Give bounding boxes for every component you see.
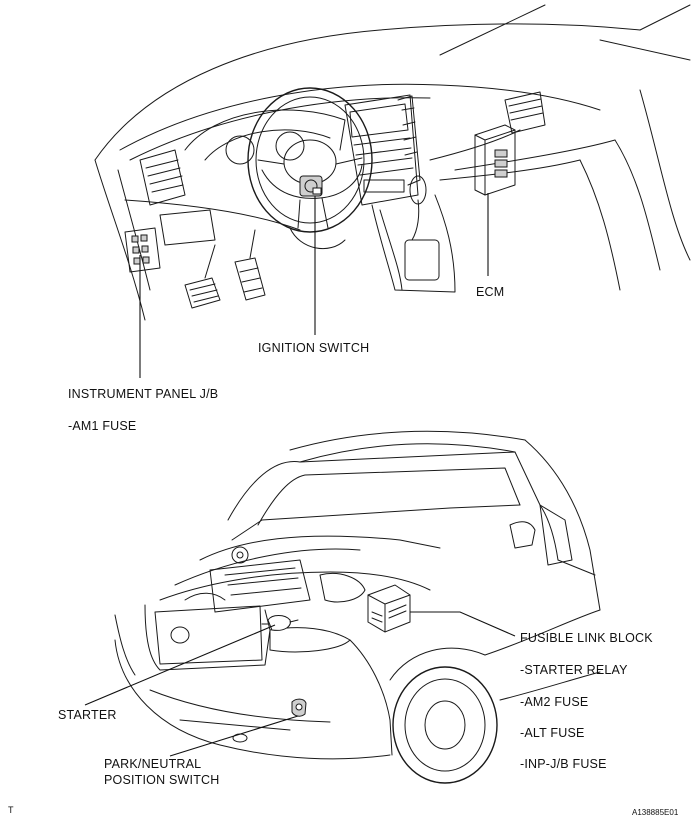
label-park-neutral-line1: PARK/NEUTRAL (104, 757, 202, 771)
label-ecm: ECM (476, 285, 505, 299)
label-alt-fuse: -ALT FUSE (520, 726, 585, 740)
corner-mark: T (8, 805, 14, 815)
label-instrument-panel-jb: INSTRUMENT PANEL J/B (68, 387, 219, 401)
top-leader-lines (139, 193, 489, 378)
label-inp-jb-fuse: -INP-J/B FUSE (520, 757, 607, 771)
label-park-neutral-line2: POSITION SWITCH (104, 773, 220, 787)
label-am1-fuse: -AM1 FUSE (68, 419, 137, 433)
label-fusible-link-block: FUSIBLE LINK BLOCK (520, 631, 653, 645)
leader-park-neutral (169, 715, 299, 757)
dashboard-illustration (94, 4, 691, 321)
bottom-leader-lines (84, 611, 516, 757)
label-starter: STARTER (58, 708, 117, 722)
vehicle-illustration (114, 430, 601, 784)
figure-id: A138885E01 (632, 808, 679, 817)
label-am2-fuse: -AM2 FUSE (520, 695, 589, 709)
leader-starter (84, 624, 276, 706)
label-starter-relay: -STARTER RELAY (520, 663, 628, 677)
leader-fusible-link-block (410, 611, 516, 637)
label-ignition-switch: IGNITION SWITCH (258, 341, 370, 355)
